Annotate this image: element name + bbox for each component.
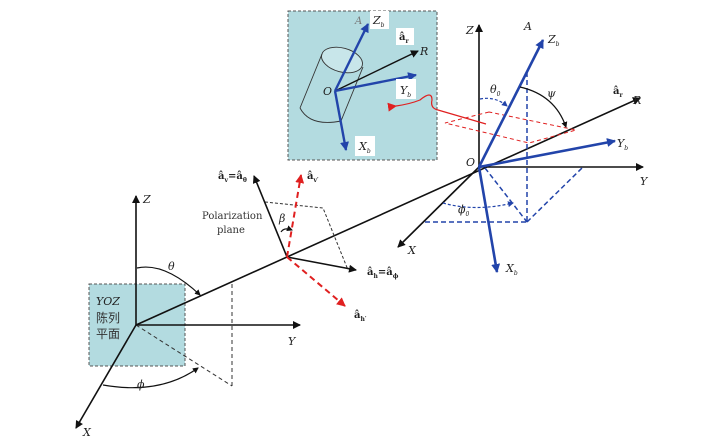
beta-label: β (278, 212, 285, 225)
body-zb-axis (477, 39, 545, 168)
phi-arc (102, 367, 199, 389)
polarization-plane-group: Polarization plane β âv=âθ âv′ âh=âϕ âh′ (202, 171, 399, 323)
a-h-equals-a-phi-label: âh=âϕ (367, 267, 399, 280)
right-origin-label: O (466, 156, 475, 169)
polarization-plane-label-1: Polarization (202, 211, 263, 222)
body-yb-label: Yb (617, 137, 628, 152)
right-z-label: Z (465, 24, 474, 37)
a-h-vector (286, 256, 357, 273)
left-x-axis (75, 324, 137, 429)
inset-zb-axis (333, 23, 370, 92)
theta-label: θ (168, 260, 175, 273)
inset-a-r-label: âr (399, 32, 409, 45)
array-plane-label-line2: 陈列 (96, 310, 120, 325)
psi-arc (519, 86, 568, 128)
projection-ground-dash (135, 324, 233, 387)
inset-xb-label: Xb (358, 140, 371, 155)
body-ground-dash-2 (526, 167, 583, 223)
a-v-equals-a-theta-label: âv=âθ (218, 171, 247, 184)
polarization-plane-label-2: plane (217, 225, 245, 236)
a-vprime-vector (286, 174, 305, 258)
phi0-arc (442, 201, 514, 209)
right-coordinate-frame: Z Y X O A R âr Zb Yb Xb θ0 ψ ϕ0 (397, 20, 649, 277)
body-x-projection-dash (484, 167, 528, 223)
line-of-sight-r (135, 97, 641, 326)
body-xb-label: Xb (505, 262, 518, 277)
a-hprime-label: âh′ (354, 310, 367, 323)
inset-yb-label: Yb (400, 84, 411, 99)
inset-r-label: R (419, 45, 428, 58)
phi-label: ϕ (137, 378, 145, 391)
theta0-arc (479, 97, 508, 107)
right-a-label: A (523, 20, 532, 33)
theta0-label: θ0 (490, 83, 501, 98)
right-a-r-label: âr (613, 86, 623, 99)
body-xb-axis (477, 166, 501, 273)
right-r-label: R (632, 94, 641, 107)
inset-yb-label-bg (396, 79, 416, 99)
right-x-label: X (407, 244, 417, 257)
inset-zb-label: Zb (372, 14, 385, 29)
body-zb-label: Zb (547, 33, 560, 48)
left-z-label: Z (142, 193, 151, 206)
inset-a-r-label-bg (396, 28, 414, 45)
left-coordinate-frame: YOZ 陈列 平面 Z Y X θ ϕ (75, 193, 301, 439)
inset-xb-axis (333, 90, 349, 151)
beta-arc (280, 225, 293, 233)
inset-origin-label: O (323, 85, 332, 98)
polarization-plane-outline (264, 201, 349, 271)
body-yb-axis (478, 138, 616, 169)
phi0-label: ϕ0 (458, 203, 470, 218)
theta-arc (136, 266, 201, 296)
left-y-label: Y (288, 335, 297, 348)
array-plane-label-yoz: YOZ (96, 295, 120, 308)
psi-label: ψ (547, 87, 556, 100)
body-frame-inset: A Zb âr R O Yb Xb (287, 10, 438, 161)
right-x-axis (397, 166, 480, 248)
a-hprime-vector (286, 256, 346, 307)
inset-a-label: A (354, 16, 362, 27)
a-vprime-label: âv′ (307, 171, 319, 184)
right-y-label: Y (640, 175, 649, 188)
array-plane-label-line3: 平面 (96, 327, 120, 341)
inset-xb-label-bg (355, 136, 375, 156)
inset-leader-curve (387, 94, 487, 125)
left-x-label: X (82, 426, 92, 439)
inset-yb-axis (334, 72, 417, 93)
a-v-vector (252, 175, 288, 258)
inset-r-axis (334, 50, 419, 92)
polarization-plane-projection (444, 111, 577, 144)
inset-zb-label-bg (370, 11, 389, 29)
